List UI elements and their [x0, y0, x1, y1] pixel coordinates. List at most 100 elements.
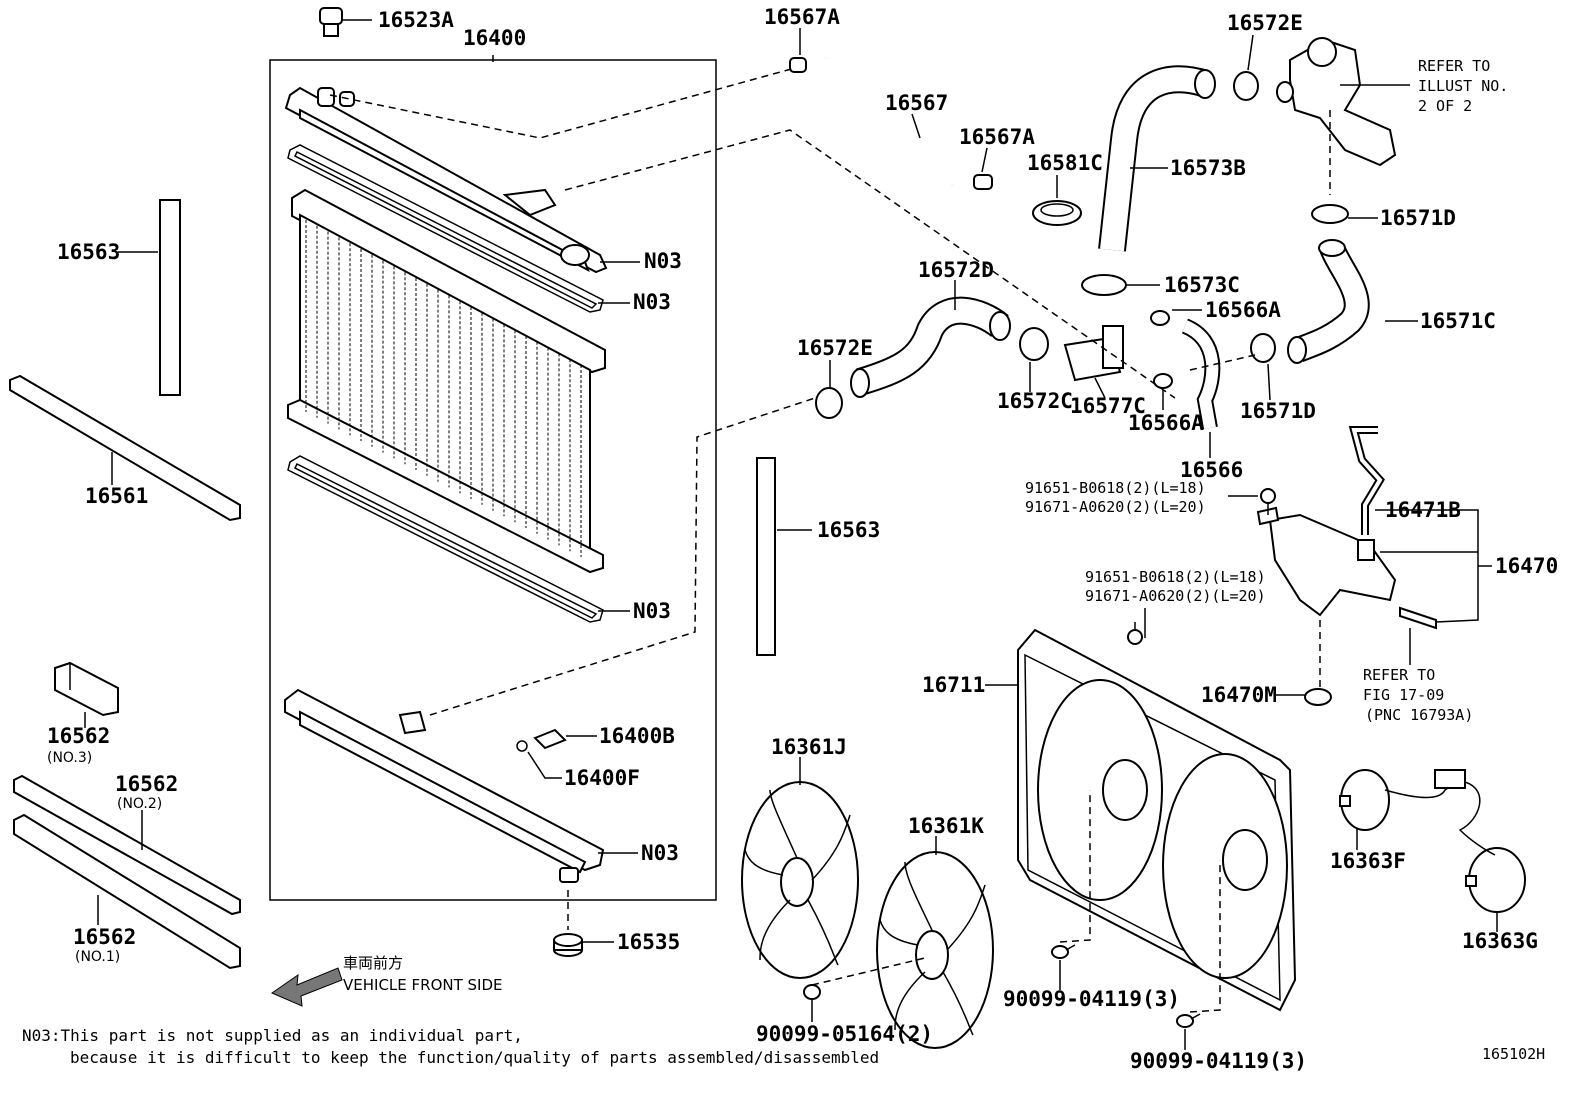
label-90099-04119-a: 90099-04119(3)	[1003, 987, 1180, 1011]
clamp-16567A-top-icon	[789, 57, 807, 73]
seal-16561	[9, 374, 241, 522]
label-16572C: 16572C	[997, 389, 1073, 413]
label-16573C: 16573C	[1164, 273, 1240, 297]
fan-motor-16363F-icon	[1339, 769, 1466, 831]
seal-16562-no3	[54, 661, 119, 717]
label-16400F: 16400F	[564, 766, 640, 790]
hose-16567	[821, 43, 958, 195]
vehicle-front-arrow-icon	[270, 967, 343, 1007]
label-16567A-mid: 16567A	[959, 125, 1035, 149]
label-16563-right: 16563	[817, 518, 880, 542]
fan-shroud-16711	[1017, 628, 1297, 1012]
hose-16571C	[1287, 239, 1370, 364]
label-bolt-b2: 91671-A0620(2)(L=20)	[1085, 587, 1266, 605]
clamp-16572C-icon	[1019, 327, 1049, 361]
label-16562-no2-note: (NO.2)	[117, 796, 162, 812]
radiator-lower-tank	[284, 688, 605, 883]
hose-16566	[1181, 318, 1221, 430]
label-bolt-a2: 91671-A0620(2)(L=20)	[1025, 498, 1206, 516]
clamp-16566A-top-icon	[1150, 310, 1170, 326]
seal-16563-left	[159, 199, 181, 396]
radiator-cap-icon	[319, 7, 343, 37]
seal-16562-no1	[13, 813, 241, 970]
drain-cock-icon	[516, 728, 567, 752]
dashed-reference-lines	[329, 67, 1331, 1013]
label-16562-no1: 16562	[73, 925, 136, 949]
seal-16562-no2	[13, 774, 241, 916]
clamp-16581C-icon	[1032, 200, 1082, 226]
label-16535: 16535	[617, 930, 680, 954]
part-labels: 16523A 16400 16563 16561 16562 (NO.3) 16…	[22, 5, 1558, 1073]
label-16711: 16711	[922, 673, 985, 697]
clamp-16571D-top-icon	[1311, 204, 1349, 224]
label-16400: 16400	[463, 26, 526, 50]
label-16561: 16561	[85, 484, 148, 508]
label-16571C: 16571C	[1420, 309, 1496, 333]
label-16363F: 16363F	[1330, 849, 1406, 873]
label-16572D: 16572D	[918, 258, 994, 282]
label-16567: 16567	[885, 91, 948, 115]
label-16523A: 16523A	[378, 8, 454, 32]
label-bolt-a1: 91651-B0618(2)(L=18)	[1025, 479, 1206, 497]
seal-16563-right	[756, 457, 776, 656]
refer-illust-line2: ILLUST NO.	[1418, 77, 1508, 95]
gasket-upper	[287, 144, 604, 313]
label-16577C: 16577C	[1070, 394, 1146, 418]
grommet-16470M-icon	[1304, 688, 1332, 706]
leader-lines	[84, 19, 1498, 1050]
label-16566A-bot: 16566A	[1128, 411, 1204, 435]
radiator-upper-tank	[284, 86, 608, 274]
clamp-16572E-mid-icon	[815, 387, 843, 419]
refer-fig-line3: (PNC 16793A)	[1365, 706, 1473, 724]
clamp-16566A-bot-icon	[1153, 373, 1173, 389]
label-16572E-mid: 16572E	[797, 336, 873, 360]
bolt-shroud-icon	[1127, 622, 1143, 645]
label-16361J: 16361J	[771, 735, 847, 759]
clamp-16572E-top-icon	[1233, 71, 1259, 101]
gasket-lower	[287, 455, 604, 623]
union-16577C-icon	[1063, 325, 1124, 382]
hose-16572D	[850, 296, 1011, 398]
diagram-id: 165102H	[1482, 1045, 1545, 1063]
label-16563-left: 16563	[57, 240, 120, 264]
label-n03-d: N03	[641, 841, 679, 865]
label-n03-b: N03	[633, 290, 671, 314]
fan-16361J	[741, 781, 859, 979]
note-line-1: N03:This part is not supplied as an indi…	[22, 1026, 523, 1045]
water-outlet-icon	[1276, 37, 1397, 167]
label-16470M: 16470M	[1201, 683, 1277, 707]
radiator-assembly-box	[269, 55, 717, 901]
label-16361K: 16361K	[908, 814, 984, 838]
bolt-reservoir-icon	[1260, 488, 1276, 515]
radiator-core	[287, 188, 606, 574]
label-16471B: 16471B	[1385, 498, 1461, 522]
label-16566: 16566	[1180, 458, 1243, 482]
gasket-lower-inner	[293, 462, 598, 619]
label-90099-04119-b: 90099-04119(3)	[1130, 1049, 1307, 1073]
clamp-16571D-bot-icon	[1250, 333, 1276, 363]
label-16562-no1-note: (NO.1)	[75, 949, 120, 965]
bolt-90099-04119-b-icon	[1176, 1013, 1201, 1028]
label-n03-a: N03	[644, 249, 682, 273]
clamp-16567A-mid-icon	[973, 174, 993, 190]
label-plate-icon	[1399, 606, 1437, 630]
label-16562-no3-note: (NO.3)	[47, 750, 92, 766]
label-16363G: 16363G	[1462, 929, 1538, 953]
label-bolt-b1: 91651-B0618(2)(L=18)	[1085, 568, 1266, 586]
label-16566A-top: 16566A	[1205, 298, 1281, 322]
label-16567A-top: 16567A	[764, 5, 840, 29]
label-16400B: 16400B	[599, 724, 675, 748]
label-16571D-bot: 16571D	[1240, 399, 1316, 423]
label-16573B: 16573B	[1170, 156, 1246, 180]
bolt-90099-04119-a-icon	[1051, 944, 1076, 959]
label-16470: 16470	[1495, 554, 1558, 578]
vehicle-front-en: VEHICLE FRONT SIDE	[343, 976, 503, 994]
fan-16361K	[876, 851, 994, 1049]
label-16572E-top: 16572E	[1227, 11, 1303, 35]
label-n03-c: N03	[633, 599, 671, 623]
clamp-16573C-icon	[1081, 274, 1127, 296]
refer-fig-line1: REFER TO	[1363, 666, 1435, 684]
reserve-tank-16470-icon	[1256, 506, 1397, 617]
